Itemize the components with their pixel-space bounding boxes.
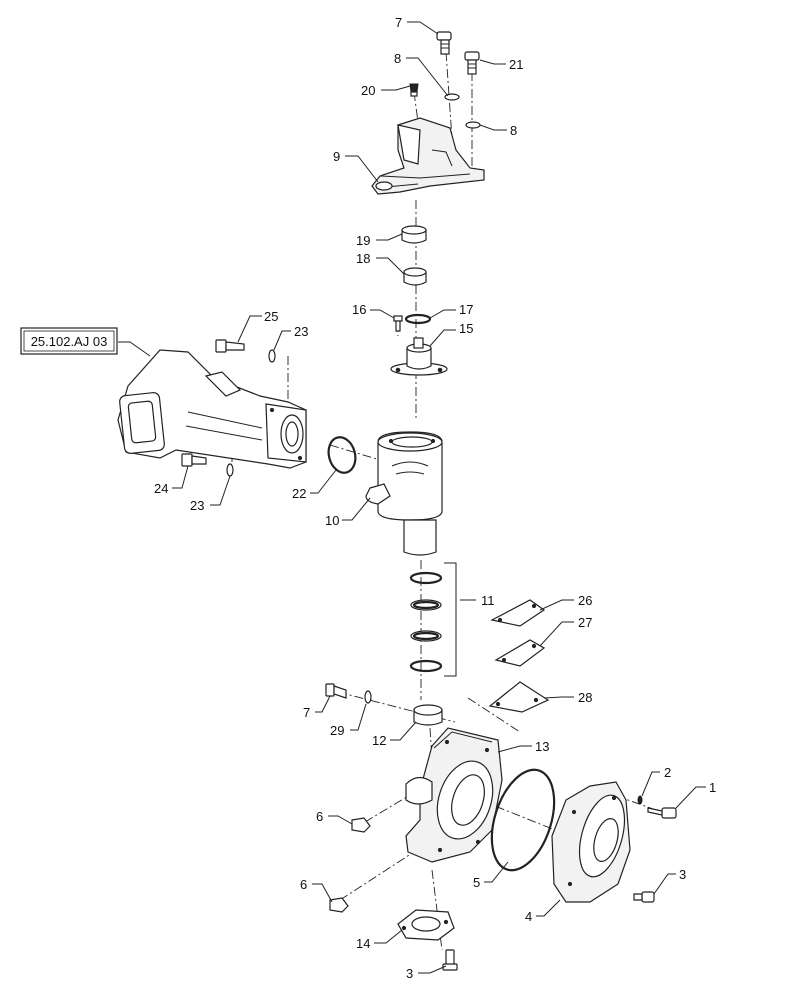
callout-20: 20: [361, 83, 375, 98]
king-pin-flange-15: [390, 337, 448, 376]
shim-28: [488, 681, 550, 713]
callout-10: 10: [325, 513, 339, 528]
shim-27: [494, 639, 546, 667]
bottom-cover-14: [397, 909, 455, 941]
callout-23-lower: 23: [190, 498, 204, 513]
bolt-25: [215, 339, 245, 353]
callout-7-top: 7: [395, 15, 402, 30]
callout-18: 18: [356, 251, 370, 266]
callout-23-upper: 23: [294, 324, 308, 339]
callout-5: 5: [473, 875, 480, 890]
callout-24: 24: [154, 481, 168, 496]
reference-box: 25.102.AJ 03: [20, 327, 118, 355]
bolt-24: [181, 453, 207, 467]
bolt-7-top: [436, 31, 452, 55]
bolt-3-bottom: [442, 949, 458, 971]
callout-21: 21: [509, 57, 523, 72]
callout-16: 16: [352, 302, 366, 317]
bolt-21: [464, 51, 480, 75]
callout-8-lower: 8: [510, 123, 517, 138]
callout-27: 27: [578, 615, 592, 630]
washer-2: [637, 795, 643, 805]
shim-26: [490, 599, 546, 627]
bushing-12: [413, 704, 443, 726]
snap-ring-22: [327, 436, 357, 474]
callout-1: 1: [709, 780, 716, 795]
callout-17: 17: [459, 302, 473, 317]
axle-housing-reference: [117, 349, 307, 469]
callout-14: 14: [356, 936, 370, 951]
callout-13: 13: [535, 739, 549, 754]
steering-arm-9: [371, 117, 485, 195]
washer-23-upper: [268, 349, 276, 363]
callout-2: 2: [664, 765, 671, 780]
callout-15: 15: [459, 321, 473, 336]
leader-lines: [118, 21, 706, 974]
callout-22: 22: [292, 486, 306, 501]
seal-set-11: [409, 562, 457, 677]
callout-8-upper: 8: [394, 51, 401, 66]
callout-6-lower: 6: [300, 877, 307, 892]
washer-8-upper: [444, 93, 460, 101]
bolt-7-lower: [325, 683, 347, 699]
reference-box-label: 25.102.AJ 03: [31, 334, 108, 349]
callout-9: 9: [333, 149, 340, 164]
callout-11: 11: [481, 593, 495, 608]
callout-3-right: 3: [679, 867, 686, 882]
callout-19: 19: [356, 233, 370, 248]
callout-6-upper: 6: [316, 809, 323, 824]
plug-6-upper: [351, 817, 371, 833]
callout-28: 28: [578, 690, 592, 705]
grease-fitting-20: [409, 83, 419, 97]
callout-26: 26: [578, 593, 592, 608]
callout-29: 29: [330, 723, 344, 738]
callout-12: 12: [372, 733, 386, 748]
callout-7-lower: 7: [303, 705, 310, 720]
hub-cover-4: [551, 781, 631, 903]
washer-23-lower: [226, 463, 234, 477]
screw-16: [393, 315, 403, 332]
o-ring-5: [490, 768, 556, 872]
plug-6-lower: [329, 897, 349, 913]
washer-8-lower: [465, 121, 481, 129]
seal-ring-17: [404, 313, 432, 325]
bearing-18: [403, 267, 427, 286]
callout-3-bottom: 3: [406, 966, 413, 981]
callout-labels: 7 8 21 20 8 9 19 18 16 17 15 25 23 22 24…: [154, 15, 716, 981]
callout-25: 25: [264, 309, 278, 324]
bolt-3-right: [633, 891, 655, 903]
wheel-hub-housing-13: [405, 727, 503, 863]
steering-knuckle-10: [365, 431, 443, 556]
bolt-1: [647, 807, 677, 819]
callout-4: 4: [525, 909, 532, 924]
bearing-19: [401, 225, 427, 244]
washer-29: [364, 690, 372, 704]
